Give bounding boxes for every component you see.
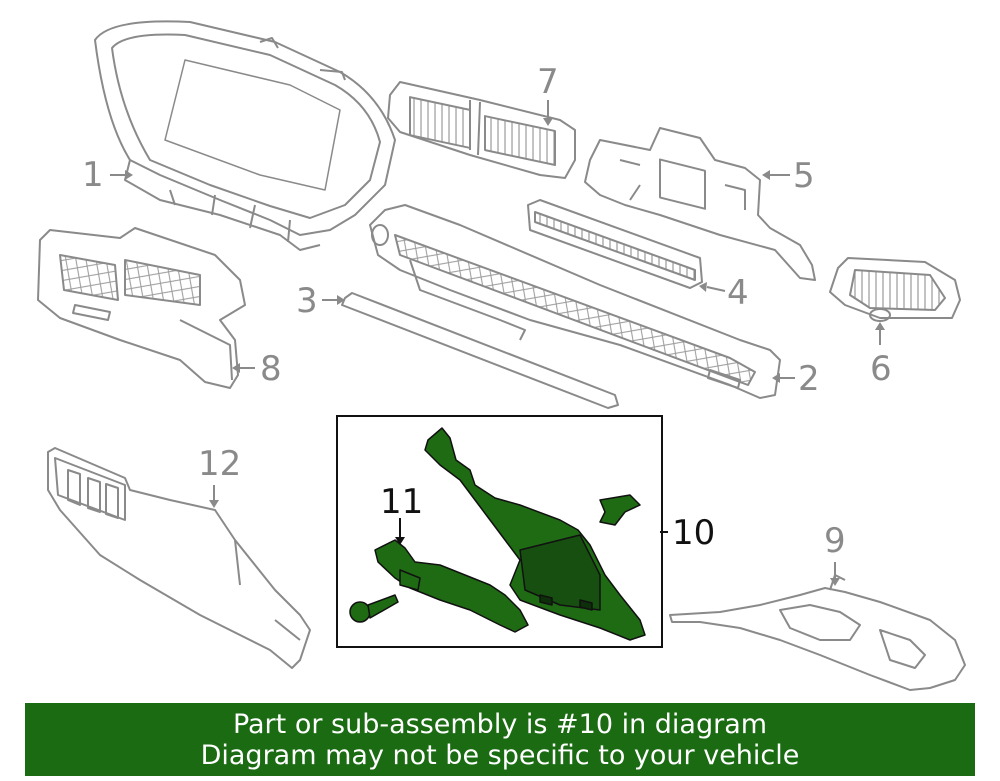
callout-6: 6 xyxy=(870,349,892,389)
callout-2: 2 xyxy=(798,359,820,399)
callout-8: 8 xyxy=(260,349,282,389)
callout-1: 1 xyxy=(82,155,104,195)
banner-line-2: Diagram may not be specific to your vehi… xyxy=(200,740,800,771)
callout-4: 4 xyxy=(727,273,749,313)
part-11-bracket-highlighted xyxy=(349,539,529,633)
part-3-trim-strip xyxy=(341,292,619,409)
part-9-lower-bracket xyxy=(669,574,966,691)
callout-7: 7 xyxy=(537,62,559,102)
callout-10: 10 xyxy=(672,513,716,553)
part-10-bracket-highlighted xyxy=(424,427,646,641)
leader-lines xyxy=(110,100,885,586)
part-7-center-vent xyxy=(387,81,576,179)
part-6-side-vent xyxy=(829,257,961,322)
part-12-lower-trim xyxy=(47,447,311,669)
part-2-dashboard-panel xyxy=(369,204,781,399)
callout-11: 11 xyxy=(380,482,424,522)
banner-line-1: Part or sub-assembly is #10 in diagram xyxy=(232,709,768,740)
callout-9: 9 xyxy=(824,521,846,561)
callout-5: 5 xyxy=(793,156,815,196)
part-8-left-vent-assembly xyxy=(37,227,246,389)
part-1-instrument-cluster xyxy=(94,20,396,251)
part-5-bracket xyxy=(584,127,816,281)
part-4-trim-strip xyxy=(527,199,703,289)
callout-3: 3 xyxy=(296,281,318,321)
leader-lines-dark xyxy=(395,518,668,545)
callout-12: 12 xyxy=(198,444,242,484)
info-banner: Part or sub-assembly is #10 in diagram D… xyxy=(25,703,975,776)
